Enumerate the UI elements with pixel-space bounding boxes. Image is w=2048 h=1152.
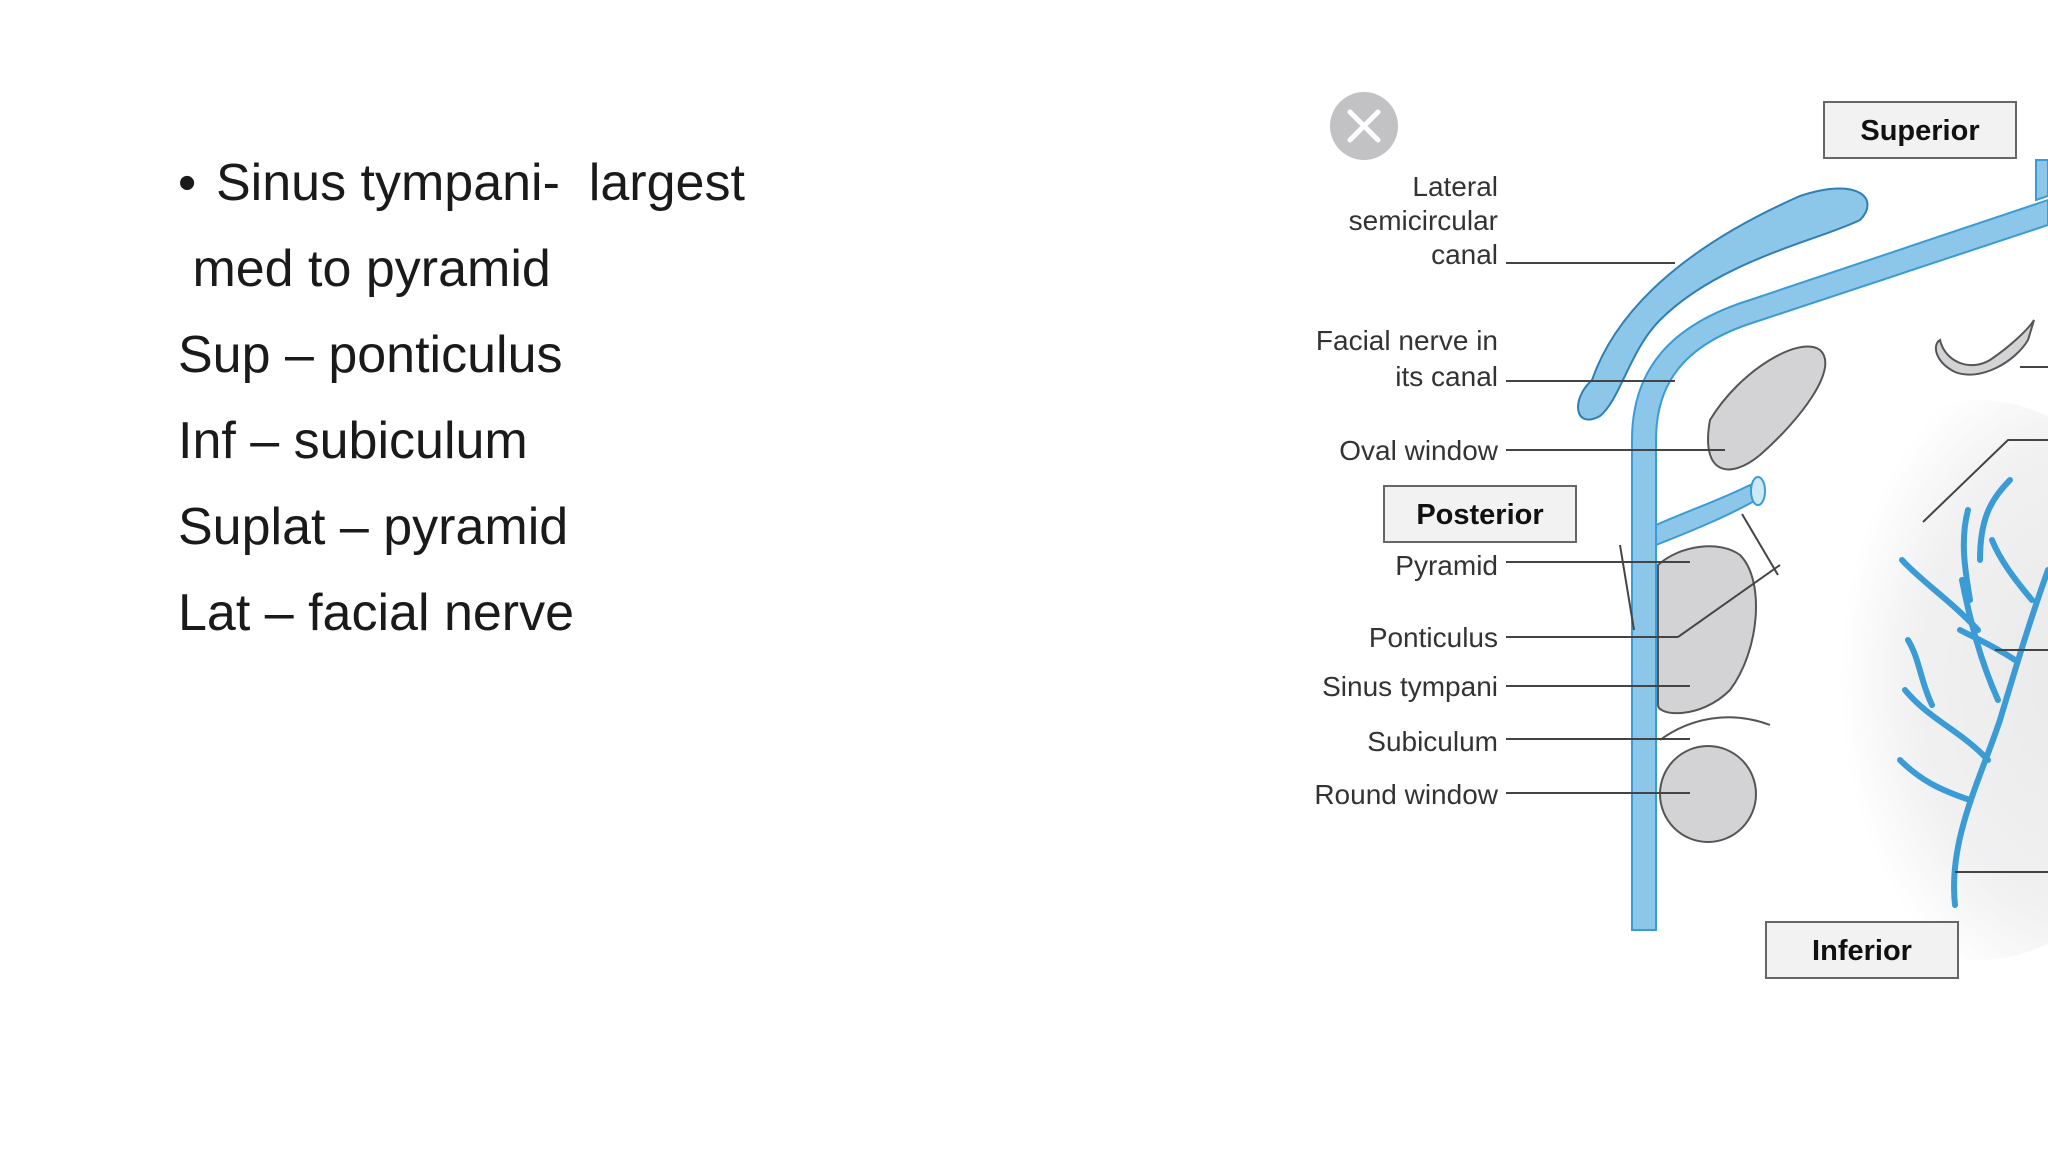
line-med-to-pyramid: med to pyramid bbox=[178, 240, 551, 298]
facial-nerve-top bbox=[2035, 159, 2048, 202]
line-sup-ponticulus: Sup – ponticulus bbox=[178, 326, 563, 384]
line-inf-subiculum: Inf – subiculum bbox=[178, 412, 528, 470]
structure-labels: Lateral semicircular canal Facial nerve … bbox=[1314, 171, 1498, 810]
posterior-label: Posterior bbox=[1416, 499, 1543, 531]
cochleariform-process bbox=[1934, 319, 2035, 376]
superior-label: Superior bbox=[1860, 115, 1979, 147]
close-icon[interactable] bbox=[1330, 92, 1398, 160]
superior-label-box: Superior bbox=[1823, 101, 2017, 159]
bullet-symbol: • bbox=[178, 154, 197, 212]
label-round-window: Round window bbox=[1314, 779, 1498, 810]
oval-window bbox=[1707, 345, 1827, 471]
inferior-label-box: Inferior bbox=[1765, 921, 1959, 979]
sinus-tympani-area bbox=[1657, 545, 1757, 715]
inferior-label: Inferior bbox=[1812, 935, 1912, 967]
lateral-semicircular-canal bbox=[1577, 187, 1869, 421]
line-sinus-tympani: Sinus tympani- largest bbox=[216, 154, 745, 212]
leader-lines bbox=[1506, 262, 2048, 873]
line-suplat-pyramid: Suplat – pyramid bbox=[178, 498, 569, 556]
tympanic-plexus bbox=[1897, 477, 2048, 908]
label-facial-1: Facial nerve in bbox=[1316, 325, 1498, 356]
label-lateral-2: semicircular bbox=[1349, 205, 1498, 236]
anatomy-diagram: Superior Posterior Inferior bbox=[1314, 92, 2048, 979]
facial-nerve-canal bbox=[1631, 198, 2048, 931]
anatomy-figure: Superior Posterior Inferior bbox=[1280, 0, 2048, 1152]
stapedius-branch bbox=[1655, 483, 1758, 547]
label-ponticulus: Ponticulus bbox=[1369, 622, 1498, 653]
line-lat-facial-nerve: Lat – facial nerve bbox=[178, 584, 575, 642]
label-lateral-1: Lateral bbox=[1412, 171, 1498, 202]
subiculum-ridge bbox=[1659, 716, 1771, 741]
label-oval-window: Oval window bbox=[1339, 435, 1499, 466]
slide-text-block: • Sinus tympani- largest med to pyramid S… bbox=[178, 140, 745, 656]
label-facial-2: its canal bbox=[1395, 361, 1498, 392]
label-lateral-3: canal bbox=[1431, 239, 1498, 270]
label-sinus-tympani: Sinus tympani bbox=[1322, 671, 1498, 702]
stapedius-tip bbox=[1750, 476, 1766, 506]
posterior-label-box: Posterior bbox=[1383, 485, 1577, 543]
label-subiculum: Subiculum bbox=[1367, 726, 1498, 757]
bullet-line: • Sinus tympani- largest bbox=[178, 140, 745, 226]
label-pyramid: Pyramid bbox=[1395, 550, 1498, 581]
